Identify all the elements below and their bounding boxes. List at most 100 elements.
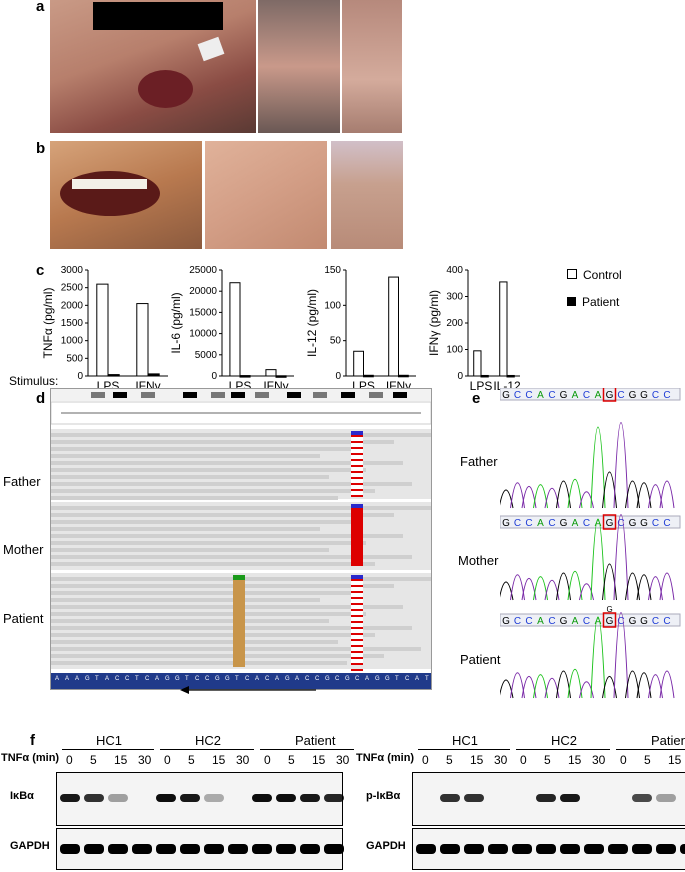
- read: [51, 513, 394, 517]
- sequence-base: A: [255, 676, 259, 682]
- bar-patient: [275, 375, 287, 378]
- sequence-base: G: [85, 676, 90, 682]
- sequence-base: G: [165, 676, 170, 682]
- blot-band: [204, 794, 224, 802]
- blot-band: [60, 794, 80, 802]
- chromatogram-peak: [544, 677, 560, 699]
- base-call: C: [514, 616, 521, 627]
- teeth: [72, 179, 147, 189]
- blot-band: [560, 794, 580, 802]
- base-call: G: [640, 616, 648, 627]
- legend-control-swatch: [567, 269, 577, 279]
- strand-arrow: [180, 686, 316, 694]
- blot-band: [416, 844, 436, 854]
- timepoint-label: 15: [470, 753, 484, 767]
- blot-band: [228, 844, 248, 854]
- base-call: C: [525, 518, 532, 529]
- legend-patient-label: Patient: [582, 295, 620, 309]
- sequence-base: C: [305, 676, 310, 682]
- read: [51, 461, 403, 465]
- sequence-base: T: [395, 676, 399, 682]
- base-call: C: [525, 390, 532, 401]
- blot-band: [300, 844, 320, 854]
- sequence-base: T: [135, 676, 139, 682]
- variant-read: [351, 627, 363, 629]
- read: [51, 654, 384, 658]
- sequence-base: T: [95, 676, 99, 682]
- y-tick-label: 20000: [189, 286, 217, 297]
- read: [51, 506, 431, 510]
- y-tick-label: 1000: [61, 336, 84, 347]
- base-call: C: [652, 390, 659, 401]
- read: [51, 527, 320, 531]
- timepoint-label: 5: [188, 753, 195, 767]
- base-call: G: [606, 518, 614, 529]
- variant-read: [351, 639, 363, 641]
- read: [51, 520, 357, 524]
- read: [51, 612, 366, 616]
- timepoint-label: 0: [66, 753, 73, 767]
- blot-band: [656, 844, 676, 854]
- variant-read: [351, 477, 363, 479]
- timepoint-label: 30: [592, 753, 606, 767]
- chromatogram-peak: [602, 675, 617, 699]
- blot-band: [60, 844, 80, 854]
- bar-control: [229, 282, 241, 377]
- chromatogram-peak: [567, 478, 583, 509]
- blot-band: [536, 844, 556, 854]
- variant-read: [351, 645, 363, 647]
- chromatogram-peak: [613, 514, 629, 601]
- y-tick-label: 1500: [61, 318, 84, 329]
- chrom-row-father: Father: [460, 454, 498, 469]
- blot-band: [656, 794, 676, 802]
- ideogram-band: [91, 392, 105, 398]
- timepoint-label: 15: [568, 753, 582, 767]
- read: [51, 619, 329, 623]
- sequence-base: A: [295, 676, 299, 682]
- bar-control: [136, 303, 149, 377]
- base-call: C: [663, 616, 670, 627]
- chromatogram-peak: [590, 518, 606, 601]
- blot-band: [584, 844, 604, 854]
- read: [51, 496, 338, 500]
- variant-read: [351, 633, 363, 635]
- base-call: G: [640, 518, 648, 529]
- ideogram-band: [183, 392, 197, 398]
- timepoint-label: 30: [336, 753, 350, 767]
- blot-band: [84, 794, 104, 802]
- category-label: LPS: [470, 379, 493, 392]
- y-tick-label: 15000: [189, 307, 217, 318]
- sequence-base: T: [185, 676, 189, 682]
- blot-band: [464, 844, 484, 854]
- base-call: C: [663, 518, 670, 529]
- sequence-base: C: [205, 676, 210, 682]
- base-call: G: [560, 518, 568, 529]
- variant-read: [351, 489, 363, 491]
- base-call: G: [502, 616, 510, 627]
- redaction-bar: [93, 2, 223, 30]
- variant-read: [351, 591, 363, 593]
- group-line: [260, 749, 354, 750]
- chromatogram-peak: [659, 572, 675, 601]
- timepoint-label: 15: [114, 753, 128, 767]
- variant-read: [351, 459, 363, 461]
- base-call: G: [606, 390, 614, 401]
- blot-band: [300, 794, 320, 802]
- timepoint-label: 0: [422, 753, 429, 767]
- chrom-row-mother: Mother: [458, 553, 499, 568]
- patient-variant-top: [233, 575, 245, 580]
- variant-read: [351, 465, 363, 467]
- base-call: G: [502, 390, 510, 401]
- bar-patient: [506, 374, 515, 378]
- panel-label-f: f: [30, 732, 35, 749]
- legend-patient: Patient: [567, 295, 619, 309]
- timepoint-label: 15: [668, 753, 682, 767]
- group-line: [418, 749, 510, 750]
- y-axis-label: IL-6 (pg/ml): [169, 292, 183, 353]
- blot-band: [632, 844, 652, 854]
- sequence-base: A: [65, 676, 69, 682]
- base-call: C: [652, 616, 659, 627]
- sequence-base: C: [355, 676, 360, 682]
- mutation-box: [602, 388, 617, 402]
